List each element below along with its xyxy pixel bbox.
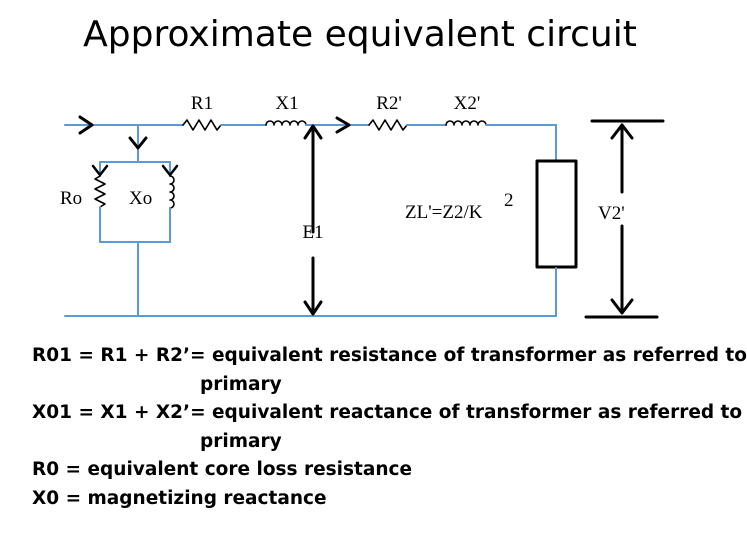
inductor-x2p — [445, 120, 487, 126]
load-impedance-box — [535, 159, 578, 269]
inductor-x1 — [265, 120, 307, 126]
input-arrow-icon — [78, 115, 94, 135]
definition-x0: X0 = magnetizing reactance — [32, 487, 327, 509]
definition-x01-continued: primary — [200, 430, 282, 452]
label-xo: Xo — [129, 188, 152, 209]
resistor-r2p — [368, 119, 408, 131]
label-v2p: V2' — [598, 203, 625, 224]
definitions-list: R01 = R1 + R2’= equivalent resistance of… — [32, 342, 747, 513]
v2-up-arrowhead-icon — [610, 123, 634, 140]
load-current-arrow-icon — [335, 116, 351, 134]
resistor-ro — [94, 175, 106, 208]
inductor-xo — [169, 175, 175, 209]
label-ro: Ro — [60, 188, 82, 209]
label-zl: ZL'=Z2/K — [405, 202, 483, 223]
definition-r01: R01 = R1 + R2’= equivalent resistance of… — [32, 345, 747, 366]
label-x1: X1 — [275, 93, 298, 114]
ro-current-arrow-icon — [91, 164, 109, 177]
slide-title: Approximate equivalent circuit — [83, 14, 637, 55]
label-r1: R1 — [191, 93, 213, 114]
label-e1: E1 — [302, 222, 323, 243]
e1-up-arrowhead-icon — [303, 124, 323, 140]
definition-r0: R0 = equivalent core loss resistance — [32, 459, 413, 480]
equivalent-circuit-diagram: R1 X1 R2' X2' Ro Xo E1 ZL'=Z2/K 2 V2' — [60, 93, 665, 319]
definition-r01-continued: primary — [200, 373, 282, 395]
e1-down-arrowhead-icon — [303, 300, 323, 316]
label-x2p: X2' — [454, 93, 481, 114]
label-zl-exponent: 2 — [504, 190, 514, 211]
xo-current-arrow-icon — [161, 164, 179, 177]
shunt-current-arrow-icon — [128, 136, 148, 150]
v2-down-arrowhead-icon — [610, 298, 634, 315]
label-r2p: R2' — [376, 93, 402, 114]
resistor-r1 — [182, 119, 222, 131]
definition-x01: X01 = X1 + X2’= equivalent reactance of … — [32, 402, 743, 423]
